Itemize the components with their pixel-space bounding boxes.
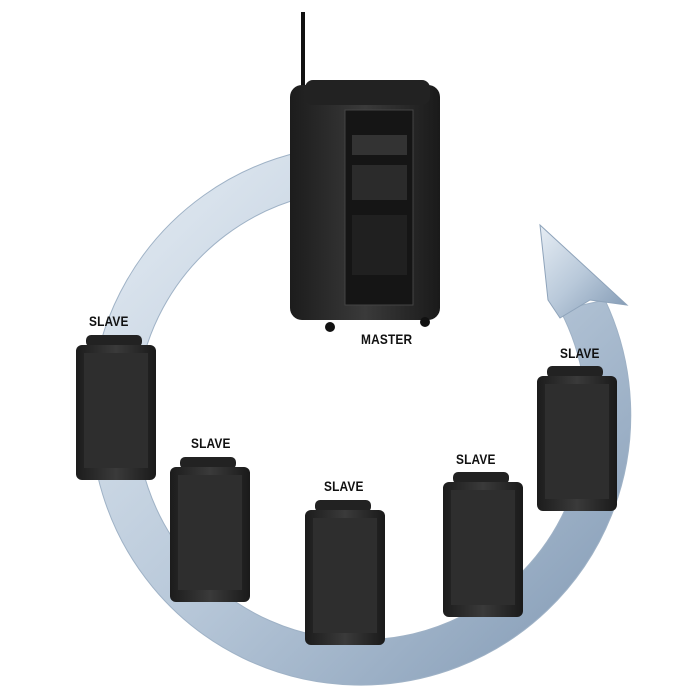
arrowhead	[539, 223, 629, 319]
slave-speaker-1	[76, 335, 156, 480]
slave-label-1: SLAVE	[89, 313, 129, 329]
slave-speaker-5	[537, 366, 617, 511]
slave-speaker-4	[443, 472, 523, 617]
slave-label-2: SLAVE	[191, 435, 231, 451]
master-unit	[290, 12, 440, 332]
slave-speaker-2	[170, 457, 250, 602]
slave-label-4: SLAVE	[456, 451, 496, 467]
master-label: MASTER	[361, 331, 413, 347]
slave-label-5: SLAVE	[560, 345, 600, 361]
slave-label-3: SLAVE	[324, 478, 364, 494]
slave-speaker-3	[305, 500, 385, 645]
